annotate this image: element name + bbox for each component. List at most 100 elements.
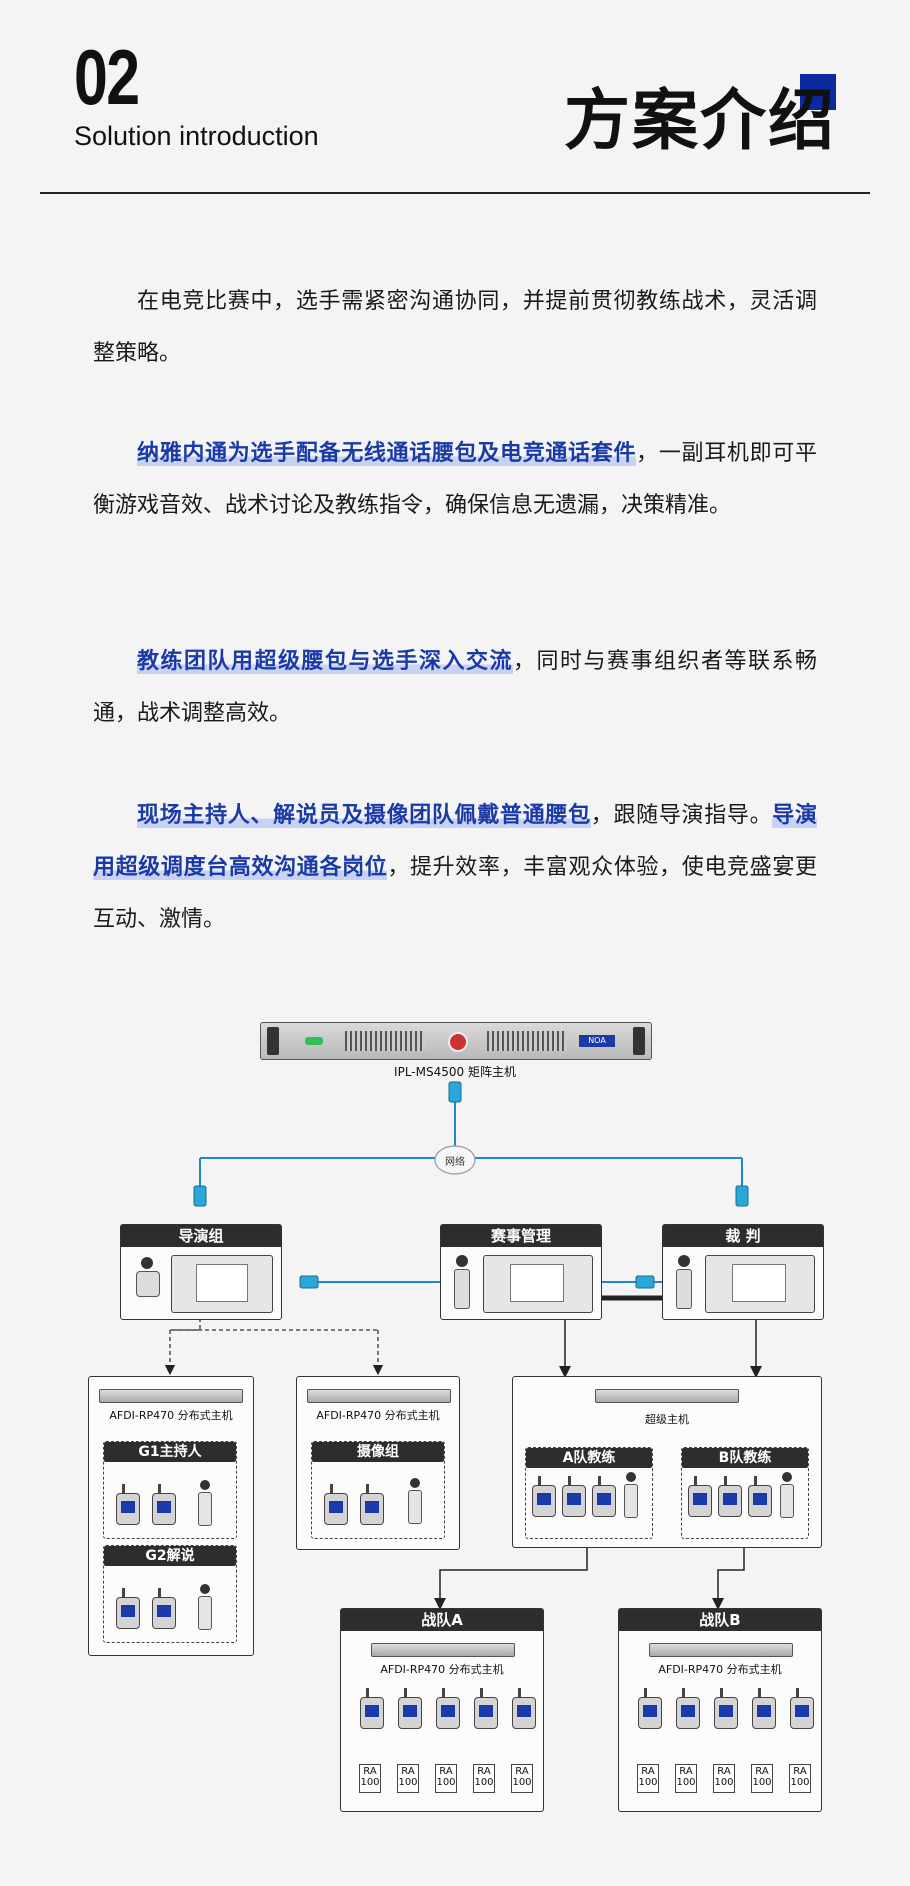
beltpack-icon	[360, 1484, 384, 1526]
person-icon	[778, 1472, 796, 1518]
beltpack-icon	[474, 1688, 498, 1730]
paragraph-3-text: ，同时与赛事组织者等联系畅通，战术调整高效。	[93, 649, 817, 726]
beltpack-icon	[714, 1688, 738, 1730]
ra100-label-2: 100	[398, 1777, 418, 1788]
camera-team-group: 摄像组	[311, 1441, 445, 1539]
beltpack-icon	[562, 1476, 586, 1518]
ra100-label-1: RA	[363, 1766, 377, 1777]
beltpack-icon	[116, 1588, 140, 1630]
super-host-device-icon	[595, 1389, 739, 1403]
super-host-box: 超级主机 A队教练 B队教练	[512, 1376, 822, 1548]
g2-commentary-title: G2解说	[104, 1546, 236, 1566]
person-icon	[196, 1480, 214, 1526]
referee-box: 裁 判	[662, 1224, 824, 1320]
paragraph-2: 纳雅内通为选手配备无线通话腰包及电竞通话套件，一副耳机即可平衡游戏音效、战术讨论…	[93, 428, 817, 532]
beltpack-icon	[436, 1688, 460, 1730]
person-standing-icon	[451, 1255, 473, 1311]
beltpack-icon	[324, 1484, 348, 1526]
person-icon	[622, 1472, 640, 1518]
matrix-host-device: NOA	[260, 1022, 652, 1060]
director-group-title: 导演组	[121, 1225, 281, 1247]
paragraph-1-text: 在电竞比赛中，选手需紧密沟通协同，并提前贯彻教练战术，灵活调整策略。	[93, 289, 817, 366]
paragraph-2-text: ，一副耳机即可平衡游戏音效、战术讨论及教练指令，确保信息无遗漏，决策精准。	[93, 441, 817, 518]
beltpack-icon	[790, 1688, 814, 1730]
ra100-label-1: RA	[755, 1766, 769, 1777]
paragraph-4: 现场主持人、解说员及摄像团队佩戴普通腰包，跟随导演指导。导演用超级调度台高效沟通…	[93, 790, 817, 946]
event-management-title: 赛事管理	[441, 1225, 601, 1247]
ra100-label-1: RA	[515, 1766, 529, 1777]
accent-square	[800, 74, 836, 110]
ra100-label-2: 100	[676, 1777, 696, 1788]
network-switch-label: 网络	[445, 1157, 465, 1168]
ra100-label-1: RA	[477, 1766, 491, 1777]
ra100-label-2: 100	[790, 1777, 810, 1788]
power-button-icon	[448, 1032, 468, 1052]
dispatch-console-icon	[171, 1255, 273, 1313]
paragraph-1: 在电竞比赛中，选手需紧密沟通协同，并提前贯彻教练战术，灵活调整策略。	[93, 276, 817, 380]
header-divider	[40, 192, 870, 194]
team-a-title: 战队A	[341, 1609, 543, 1631]
person-standing-icon	[673, 1255, 695, 1311]
beltpack-icon	[152, 1484, 176, 1526]
ra100-label-2: 100	[436, 1777, 456, 1788]
beltpack-icon	[748, 1476, 772, 1518]
ra100-label-2: 100	[474, 1777, 494, 1788]
ra100-label-2: 100	[638, 1777, 658, 1788]
ra100-label-2: 100	[360, 1777, 380, 1788]
network-switch-icon	[434, 1145, 476, 1175]
coach-a-title: A队教练	[526, 1448, 652, 1468]
afdi-host-device-icon	[371, 1643, 515, 1657]
afdi-host-label: AFDI-RP470 分布式主机	[658, 1663, 782, 1676]
beltpack-icon	[152, 1588, 176, 1630]
ra100-label-2: 100	[512, 1777, 532, 1788]
paragraph-3: 教练团队用超级腰包与选手深入交流，同时与赛事组织者等联系畅通，战术调整高效。	[93, 636, 817, 740]
coach-b-group: B队教练	[681, 1447, 809, 1539]
camera-team-title: 摄像组	[312, 1442, 444, 1462]
paragraph-4-highlight-1: 现场主持人、解说员及摄像团队佩戴普通腰包	[137, 803, 591, 828]
person-icon	[196, 1584, 214, 1630]
ra100-label-2: 100	[752, 1777, 772, 1788]
beltpack-icon	[592, 1476, 616, 1518]
section-subtitle: Solution introduction	[74, 121, 319, 151]
beltpack-icon	[116, 1484, 140, 1526]
dispatch-console-icon	[483, 1255, 593, 1313]
referee-title: 裁 判	[663, 1225, 823, 1247]
beltpack-icon	[752, 1688, 776, 1730]
afdi-host-label: AFDI-RP470 分布式主机	[109, 1409, 233, 1422]
event-management-box: 赛事管理	[440, 1224, 602, 1320]
power-led-icon	[305, 1037, 323, 1045]
team-b-title: 战队B	[619, 1609, 821, 1631]
beltpack-icon	[676, 1688, 700, 1730]
afdi-host-device-icon	[307, 1389, 451, 1403]
g1-host-group: G1主持人	[103, 1441, 237, 1539]
beltpack-icon	[512, 1688, 536, 1730]
ra100-label-1: RA	[401, 1766, 415, 1777]
director-group-box: 导演组	[120, 1224, 282, 1320]
afdi-host-device-icon	[99, 1389, 243, 1403]
paragraph-2-highlight: 纳雅内通为选手配备无线通话腰包及电竞通话套件	[137, 441, 637, 466]
ra100-label-1: RA	[717, 1766, 731, 1777]
beltpack-icon	[638, 1688, 662, 1730]
ra100-label-1: RA	[679, 1766, 693, 1777]
beltpack-icon	[360, 1688, 384, 1730]
beltpack-icon	[688, 1476, 712, 1518]
afdi-host-label: AFDI-RP470 分布式主机	[380, 1663, 504, 1676]
afdi-host-device-icon	[649, 1643, 793, 1657]
paragraph-3-highlight: 教练团队用超级腰包与选手深入交流	[137, 649, 513, 674]
ra100-label-2: 100	[714, 1777, 734, 1788]
paragraph-4-text-1: ，跟随导演指导。	[590, 803, 773, 828]
coach-b-title: B队教练	[682, 1448, 808, 1468]
ra100-label-1: RA	[641, 1766, 655, 1777]
ra100-label-1: RA	[793, 1766, 807, 1777]
page-title: 方案介绍	[564, 82, 836, 159]
person-seated-icon	[131, 1257, 165, 1309]
paragraph-4-text-2: ，提升效率，丰富观众体验，使电竞盛宴更互动、激情。	[93, 855, 817, 932]
matrix-host-label: IPL-MS4500 矩阵主机	[394, 1065, 516, 1079]
